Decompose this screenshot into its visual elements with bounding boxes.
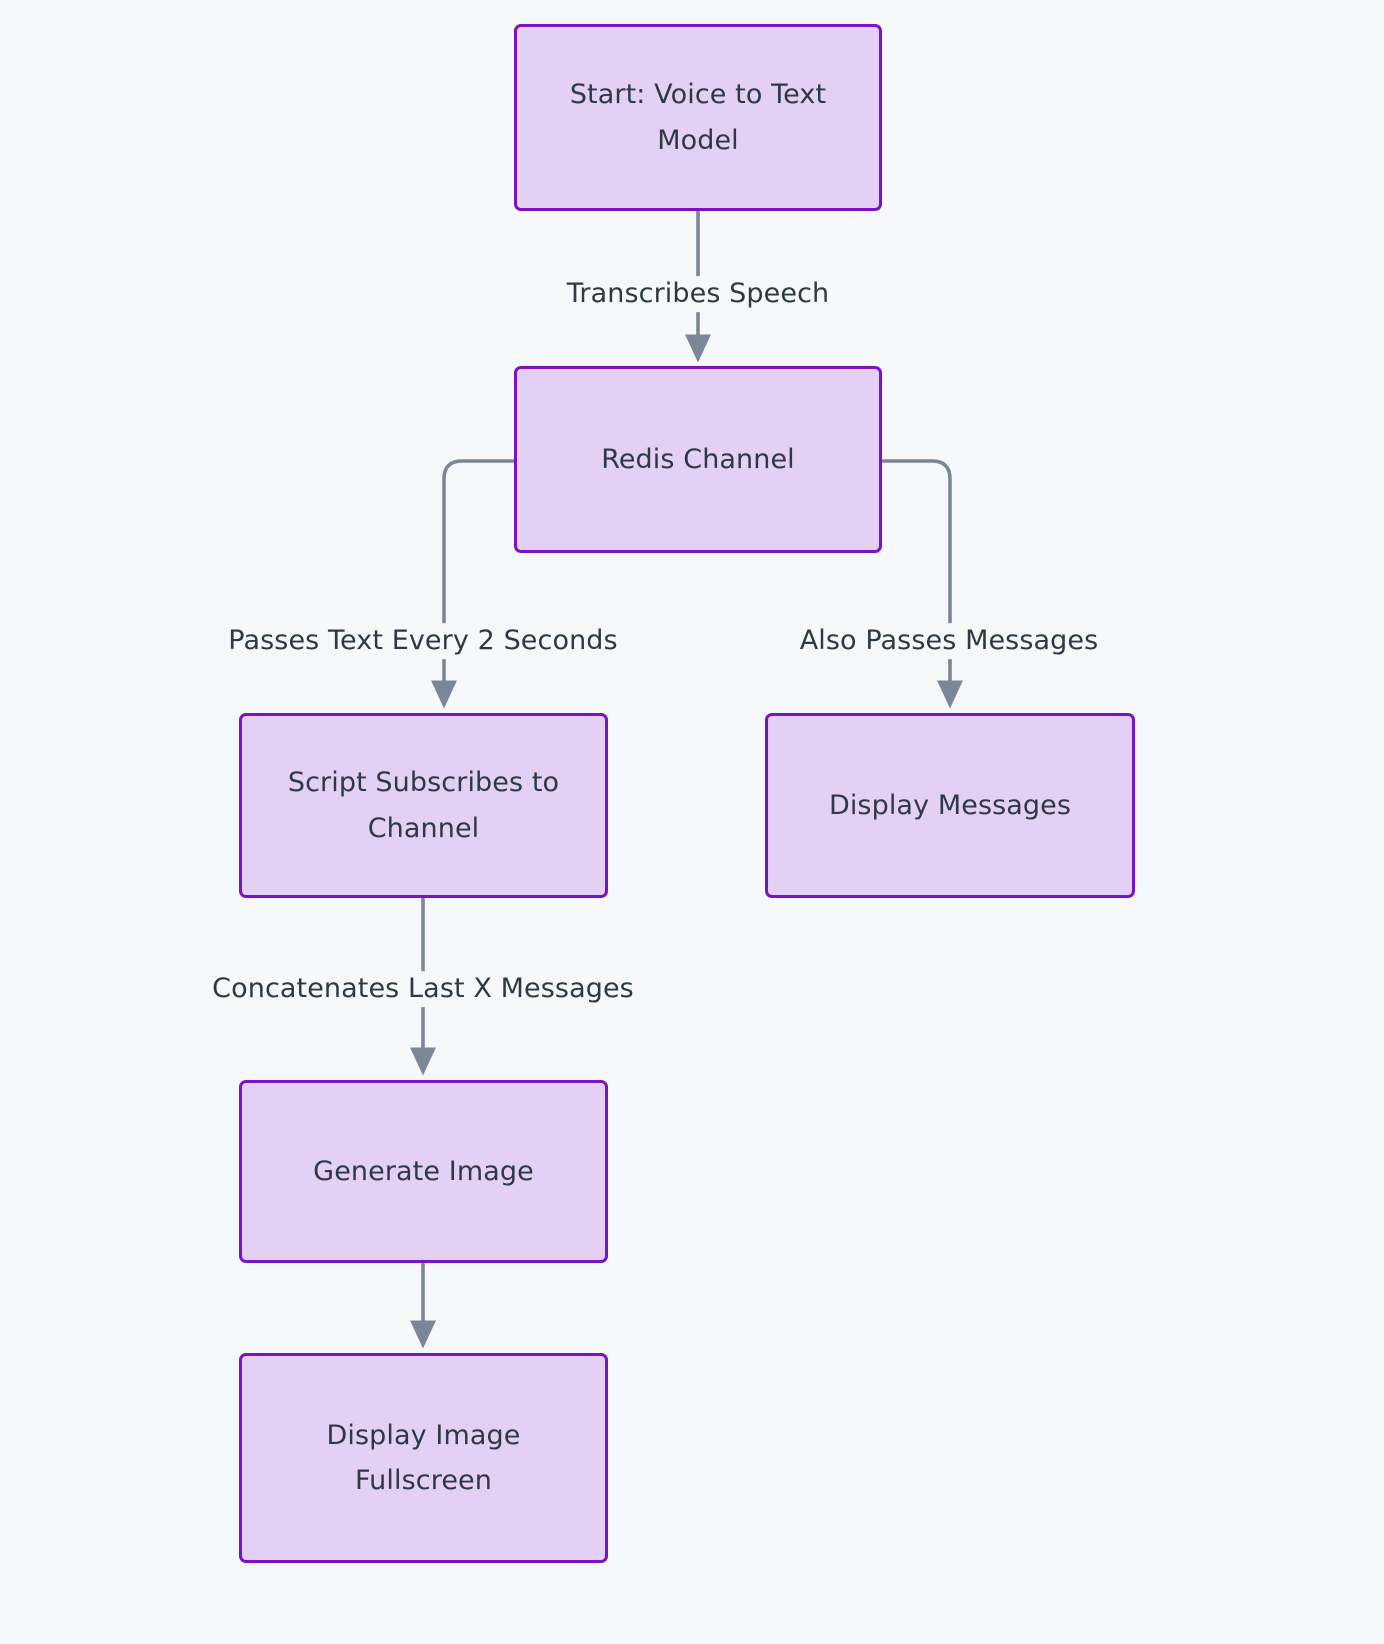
edge-label-transcribes-speech: Transcribes Speech [560,276,836,312]
node-label: Generate Image [313,1155,534,1187]
node-display-messages[interactable]: Display Messages [765,713,1135,898]
node-redis-channel[interactable]: Redis Channel [514,366,882,553]
node-script-subscribes-to-channel[interactable]: Script Subscribes to Channel [239,713,608,898]
edge-label-passes-text-every-2-seconds: Passes Text Every 2 Seconds [222,623,624,659]
edge-redis-to-script [431,459,516,709]
node-label: Script Subscribes to Channel [287,767,560,844]
node-label: Redis Channel [601,443,795,475]
node-label: Start: Voice to Text Model [569,79,827,156]
node-label: Display Image Fullscreen [326,1419,521,1496]
node-label: Display Messages [828,789,1072,821]
node-generate-image[interactable]: Generate Image [239,1080,608,1263]
edge-label-also-passes-messages: Also Passes Messages [793,623,1105,659]
node-start-voice-to-text-model[interactable]: Start: Voice to Text Model [514,24,882,211]
edge-label-concatenates-last-x-messages: Concatenates Last X Messages [206,971,640,1007]
edge-redis-to-display-messages [880,459,963,709]
node-display-image-fullscreen[interactable]: Display Image Fullscreen [239,1353,608,1563]
